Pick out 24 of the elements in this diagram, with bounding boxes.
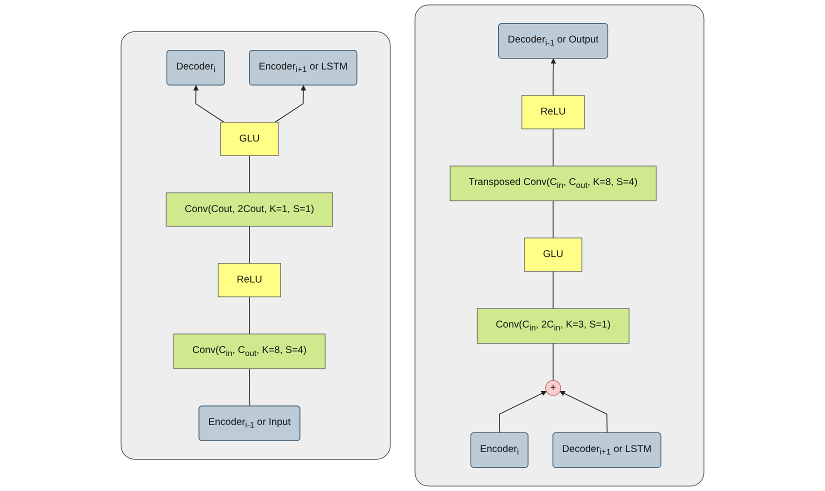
- connector: [249, 368, 250, 407]
- connector: [552, 200, 554, 238]
- connector: [249, 155, 250, 194]
- arrow: [274, 85, 306, 123]
- node-box: GLU: [220, 122, 278, 156]
- node-box: ReLU: [218, 263, 281, 298]
- connector: [552, 271, 554, 309]
- node-box: Conv(Cout, 2Cout, K=1, S=1): [166, 192, 334, 227]
- connector: [552, 342, 554, 381]
- node-circle: +: [545, 380, 561, 396]
- connector: [249, 226, 250, 264]
- arrow: [550, 58, 556, 96]
- connector: [249, 296, 250, 334]
- node-box: ReLU: [522, 95, 585, 130]
- cluster: [120, 31, 391, 460]
- node-box: Conv(C$_{in}$, C$_{out}$, K=8, S=4): [173, 334, 326, 370]
- arrow: [193, 85, 224, 123]
- node-box: GLU: [524, 238, 582, 272]
- arrow: [499, 391, 547, 434]
- node-box: Conv(C$_{in}$, 2C$_{in}$, K=3, S=1): [476, 308, 630, 344]
- cluster: [414, 4, 704, 486]
- node-box: Transposed Conv(C$_{in}$, C$_{out}$, K=8, S=4): [450, 166, 656, 202]
- arrow: [560, 391, 608, 434]
- connector: [552, 128, 554, 166]
